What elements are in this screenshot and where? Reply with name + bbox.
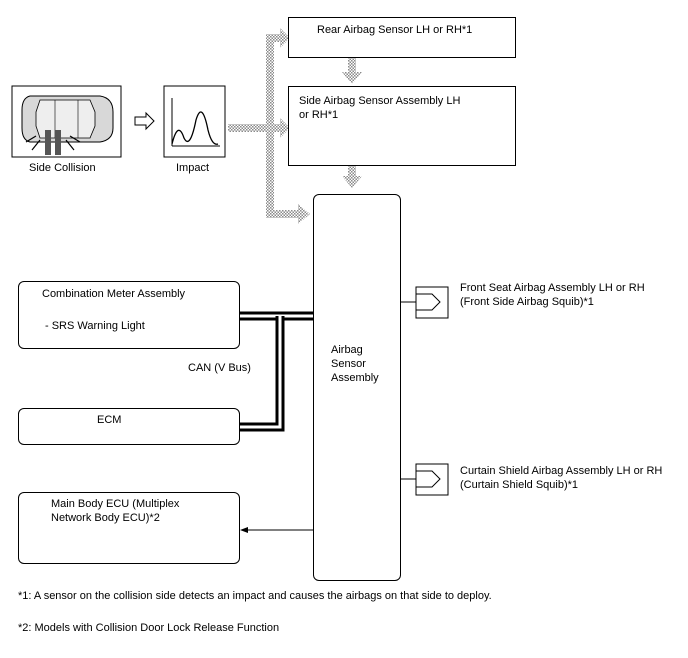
airbag-sensor-assembly-line2: Sensor [331,358,366,370]
main-body-ecu-box: Main Body ECU (Multiplex Network Body EC… [18,492,240,564]
curtain-shield-airbag-label-line2: (Curtain Shield Squib)*1 [460,479,579,491]
combination-meter-label: Combination Meter Assembly [42,288,186,300]
curtain-squib-icon [401,463,449,496]
side-airbag-sensor-box: Side Airbag Sensor Assembly LH or RH*1 [288,86,516,166]
footnote-1: *1: A sensor on the collision side detec… [18,590,492,602]
ecm-label: ECM [97,414,122,426]
airbag-sensor-assembly-line3: Assembly [331,372,379,384]
main-body-ecu-label-line2: Network Body ECU)*2 [51,512,160,524]
side-collision-label: Side Collision [29,162,96,174]
rear-airbag-sensor-label: Rear Airbag Sensor LH or RH*1 [317,24,473,36]
main-body-ecu-link [240,527,314,533]
footnote-2: *2: Models with Collision Door Lock Rele… [18,622,280,634]
impact-label: Impact [176,162,210,174]
front-seat-airbag-label-line1: Front Seat Airbag Assembly LH or RH [460,282,645,294]
front-seat-airbag-label-line2: (Front Side Airbag Squib)*1 [460,296,594,308]
side-airbag-sensor-label-line2: or RH*1 [299,109,339,121]
front-seat-squib-icon [401,286,449,319]
curtain-shield-airbag-label-line1: Curtain Shield Airbag Assembly LH or RH [460,465,663,477]
side-collision-illustration [11,85,122,158]
ecm-box: ECM [18,408,240,445]
can-bus-label: CAN (V Bus) [188,362,251,374]
rear-airbag-sensor-box: Rear Airbag Sensor LH or RH*1 [288,17,516,58]
side-airbag-sensor-label-line1: Side Airbag Sensor Assembly LH [299,95,461,107]
airbag-sensor-assembly-line1: Airbag [331,344,363,356]
srs-warning-light-label: - SRS Warning Light [45,320,145,332]
main-body-ecu-label-line1: Main Body ECU (Multiplex [51,498,180,510]
flow-arrow-icon [134,111,155,131]
can-bus-lines [240,311,314,432]
airbag-sensor-assembly-box: Airbag Sensor Assembly [313,194,401,581]
impact-graph [163,85,226,158]
signal-arrows [228,28,362,224]
combination-meter-box: Combination Meter Assembly - SRS Warning… [18,281,240,349]
